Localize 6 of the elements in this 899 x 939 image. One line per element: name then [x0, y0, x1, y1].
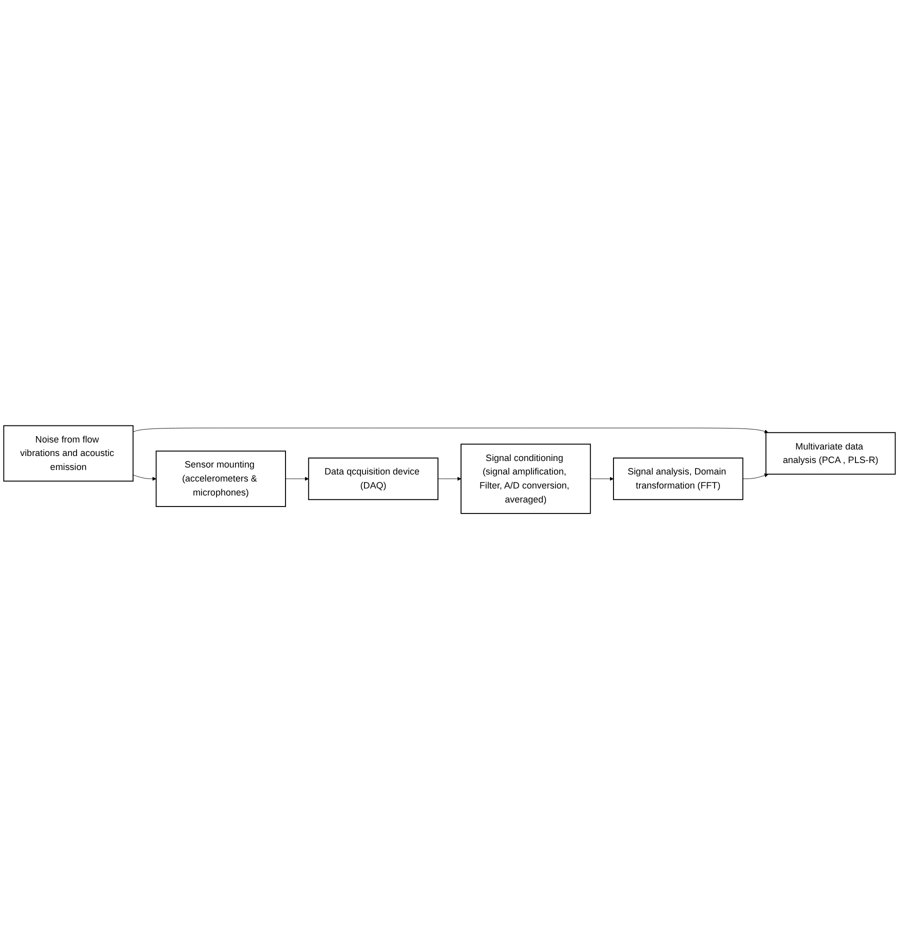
- node-box: Data qcquisition device (DAQ): [308, 457, 438, 500]
- node-box: Multivariate data analysis (PCA , PLS-R): [765, 432, 896, 475]
- node-box: Signal analysis, Domain transformation (FFT): [613, 457, 744, 500]
- node-box: Noise from flow vibrations and acoustic emission: [3, 425, 134, 482]
- node-box: Signal conditioning (signal amplification, Filter, A/D conversion, averaged): [460, 444, 591, 514]
- node-box: Sensor mounting (accelerometers & microphones): [156, 450, 286, 507]
